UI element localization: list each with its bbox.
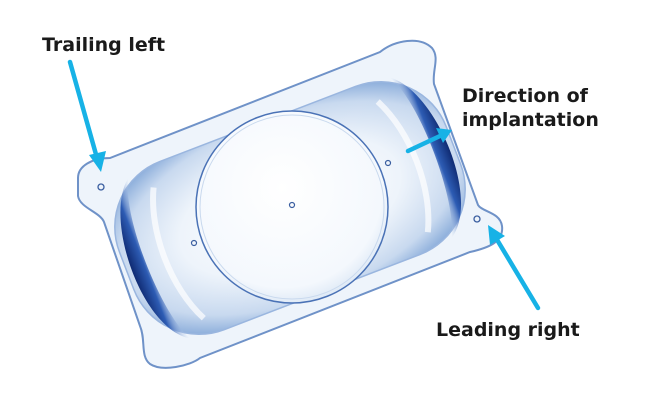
label-direction-of-implantation: Direction of implantation bbox=[462, 84, 599, 132]
corner-hole-right bbox=[473, 215, 481, 223]
label-trailing-left: Trailing left bbox=[42, 34, 166, 56]
arrow-direction bbox=[405, 128, 452, 154]
label-direction-line1: Direction of bbox=[462, 85, 588, 107]
positioning-hole-upper bbox=[384, 159, 392, 167]
corner-hole-left bbox=[97, 183, 105, 191]
arrow-leading-right bbox=[488, 225, 541, 311]
intraocular-lens bbox=[77, 39, 504, 369]
lens-edge-left bbox=[120, 177, 191, 339]
lens-edge-right bbox=[389, 77, 461, 239]
center-hole bbox=[288, 201, 296, 209]
arrow-trailing-left bbox=[67, 59, 106, 172]
label-direction-line2: implantation bbox=[462, 109, 599, 131]
label-leading-right: Leading right bbox=[436, 319, 580, 341]
positioning-hole-lower bbox=[190, 239, 198, 247]
